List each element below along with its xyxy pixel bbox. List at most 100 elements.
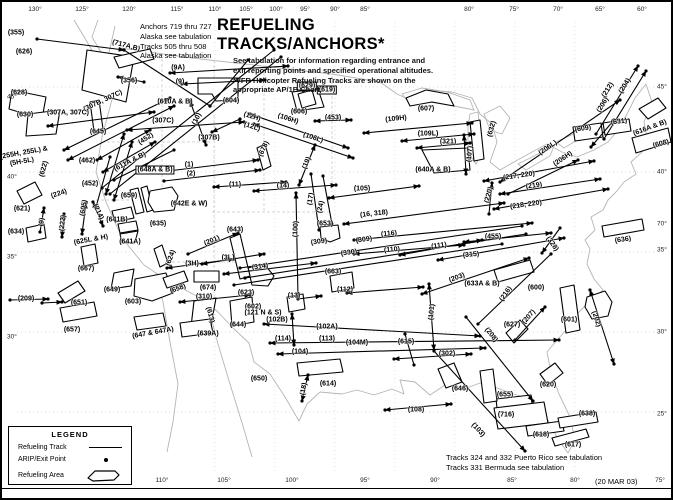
refueling-area: [602, 118, 632, 136]
arip-exit-point: [180, 82, 184, 86]
refueling-area: [119, 230, 139, 244]
refueling-track: [253, 123, 354, 159]
graticule-label: 85°: [360, 6, 370, 13]
refueling-area: [89, 99, 104, 132]
graticule-label: 100°: [285, 477, 299, 484]
arip-exit-point: [490, 181, 494, 185]
arip-exit-point: [383, 408, 387, 412]
arip-exit-point: [349, 118, 353, 122]
refueling-area: [601, 218, 645, 238]
title-block: REFUELING TRACKS/ANCHORS* See tabulation…: [217, 16, 485, 95]
arip-exit-point: [530, 221, 534, 225]
refueling-track: [92, 201, 104, 227]
arip-exit-point: [327, 196, 331, 200]
refueling-areas-layer: [8, 48, 671, 447]
graticule-label: 120°: [122, 6, 136, 13]
refueling-track: [47, 110, 155, 128]
graticule-label: 80°: [570, 477, 580, 484]
arip-exit-point: [62, 148, 66, 152]
arip-exit-point: [112, 178, 116, 182]
refueling-area: [329, 271, 355, 293]
refueling-area: [57, 280, 86, 304]
arip-exit-point: [549, 231, 553, 235]
graticule-label: 100°: [269, 6, 283, 13]
graticule-label: 35°: [7, 253, 17, 261]
refueling-area: [479, 368, 498, 404]
arip-exit-point: [472, 132, 476, 136]
arip-exit-point: [256, 158, 260, 162]
graticule-label: 95°: [360, 477, 370, 484]
graticule-label: 90°: [330, 6, 340, 13]
arip-exit-point: [178, 300, 182, 304]
refueling-track: [363, 121, 473, 135]
arip-exit-point: [200, 262, 204, 266]
arip-exit-point: [276, 352, 280, 356]
arip-exit-points-layer: [8, 37, 648, 453]
refueling-area: [110, 268, 135, 290]
arip-exit-point: [502, 201, 506, 205]
arip-exit-point: [284, 180, 288, 184]
graticule-label: 110°: [208, 6, 222, 13]
arip-exit-point: [279, 55, 283, 59]
graticule-label: 90°: [430, 477, 440, 484]
legend-title: LEGEND: [51, 430, 89, 439]
arip-exit-point: [531, 399, 535, 403]
refueling-track: [126, 119, 245, 133]
refueling-track: [213, 179, 287, 190]
graticule-label: 125°: [75, 6, 89, 13]
graticule-label: 25°: [657, 410, 667, 418]
arip-exit-point: [520, 224, 524, 228]
arip-exit-point: [476, 322, 480, 326]
neatline: [2, 488, 671, 489]
arip-exit-point: [636, 64, 640, 68]
page-subtitle: See tabulation for information regarding…: [233, 56, 434, 95]
arip-exit-point: [392, 357, 396, 361]
arip-exit-point: [236, 231, 240, 235]
arip-exit-point: [403, 332, 407, 336]
refueling-track: [249, 113, 349, 149]
arip-exit-point: [95, 158, 99, 162]
arip-exit-point: [592, 159, 596, 163]
graticule-label: 80°: [464, 6, 474, 13]
arip-exit-point: [153, 140, 157, 144]
arip-exit-point: [142, 80, 146, 84]
refueling-track: [541, 227, 561, 254]
graticule-label: 105°: [239, 6, 253, 13]
arip-exit-point: [462, 240, 466, 244]
arip-exit-point: [498, 192, 502, 196]
graticule-label: 45°: [7, 93, 17, 101]
arip-exit-point: [62, 212, 66, 216]
graticule-label: 40°: [657, 168, 667, 176]
arip-exit-point: [352, 238, 356, 242]
refueling-track: [603, 70, 647, 140]
graticule-label: 70°: [657, 220, 667, 228]
arip-exit-point: [317, 228, 321, 232]
refueling-track: [95, 156, 111, 208]
arip-exit-point: [168, 96, 172, 100]
arip-exit-point: [208, 104, 212, 108]
refueling-area: [557, 411, 599, 429]
refueling-track: [416, 141, 471, 150]
arip-exit-point: [248, 112, 252, 116]
arip-exit-point: [80, 232, 84, 236]
arip-exit-point: [644, 69, 648, 73]
arip-exit-point: [60, 235, 64, 239]
refueling-track: [159, 158, 259, 173]
refueling-area: [162, 270, 189, 289]
arip-exit-point: [242, 120, 246, 124]
arip-exit-point: [222, 272, 226, 276]
refueling-track: [67, 105, 175, 161]
arip-exit-point: [263, 78, 267, 82]
arip-exit-point: [470, 121, 474, 125]
arip-exit-point: [38, 230, 42, 234]
legend-item: ARIP/Exit Point: [9, 456, 131, 463]
arip-exit-point: [148, 128, 152, 132]
refueling-area: [229, 296, 255, 327]
refueling-area: [539, 362, 564, 386]
graticule-label: 60°: [637, 6, 647, 13]
arip-exit-point: [248, 293, 252, 297]
arip-exit-point: [400, 139, 404, 143]
